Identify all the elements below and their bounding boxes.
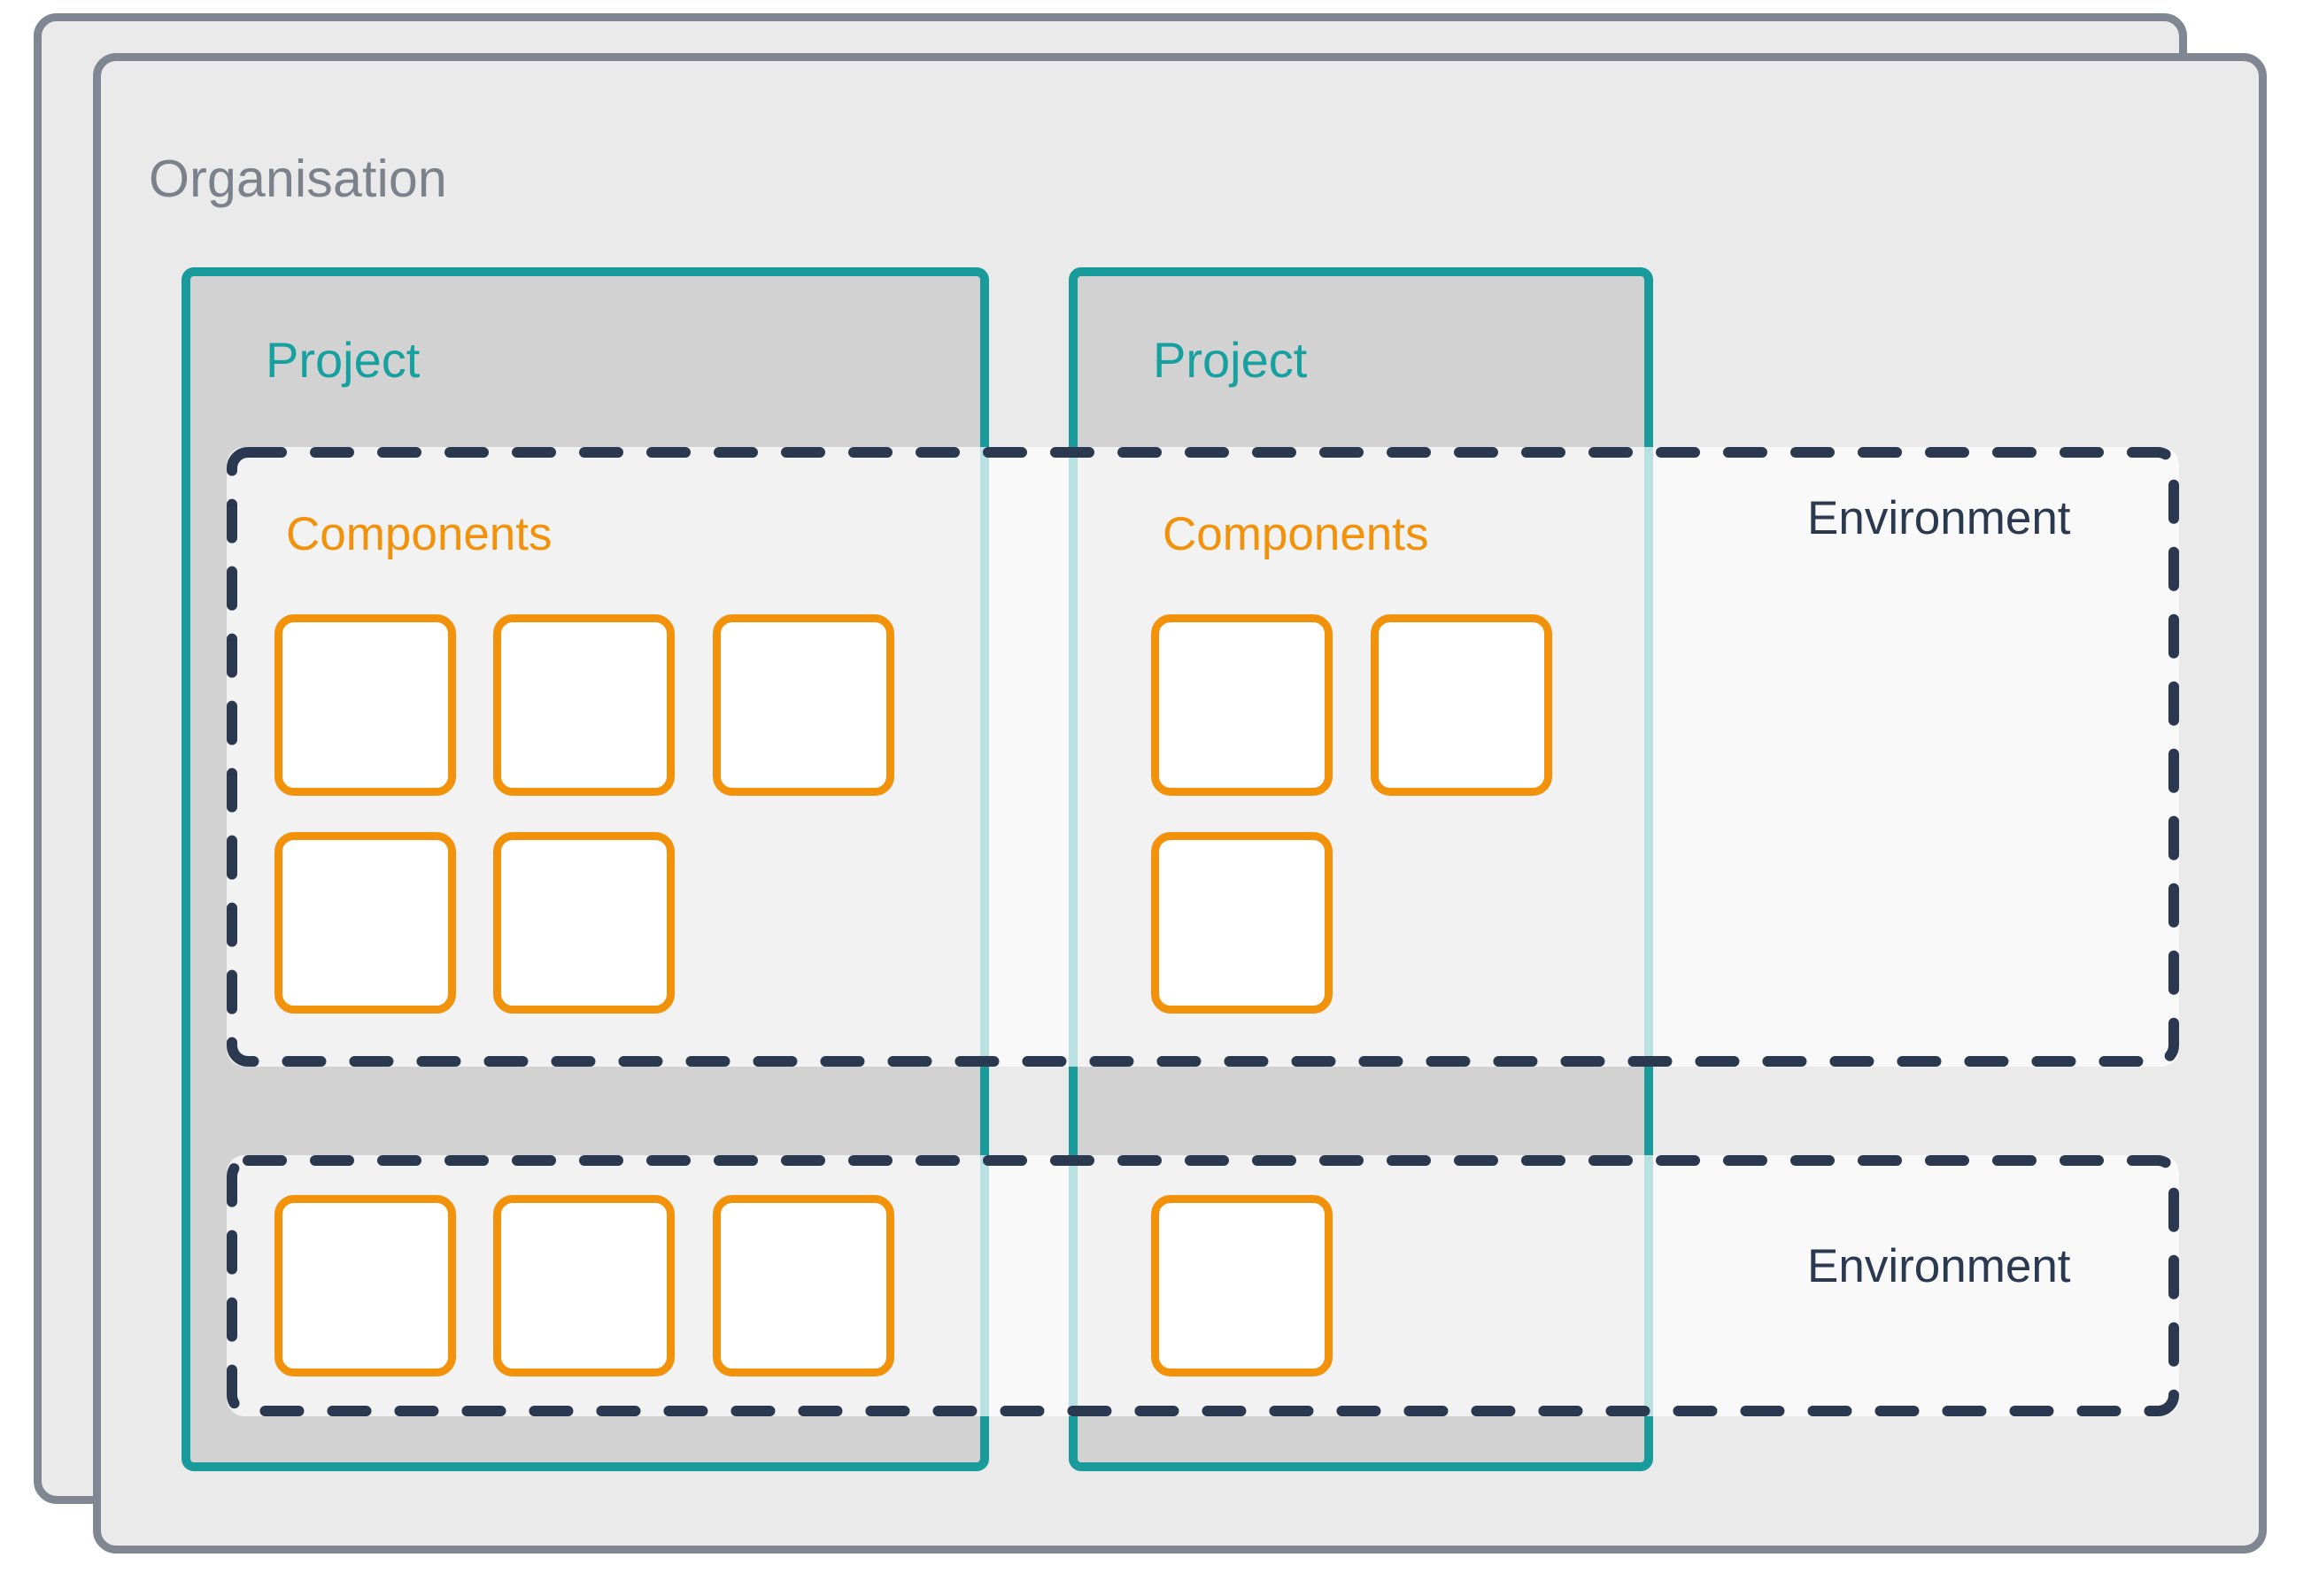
component-tile[interactable] (493, 832, 675, 1014)
environment-label-2: Environment (1807, 1240, 2071, 1292)
component-tile[interactable] (713, 614, 894, 796)
component-tile[interactable] (493, 614, 675, 796)
organisation-label: Organisation (149, 150, 447, 208)
component-tile[interactable] (274, 832, 456, 1014)
component-tile[interactable] (1151, 614, 1333, 796)
environment-label-1: Environment (1807, 492, 2071, 544)
component-tile[interactable] (713, 1195, 894, 1376)
component-tile[interactable] (1371, 614, 1552, 796)
components-label-1: Components (286, 508, 553, 560)
component-tile[interactable] (274, 614, 456, 796)
component-tile[interactable] (493, 1195, 675, 1376)
components-label-2: Components (1163, 508, 1429, 560)
component-tile[interactable] (274, 1195, 456, 1376)
component-tile[interactable] (1151, 1195, 1333, 1376)
project-label-1: Project (266, 332, 421, 388)
component-tile[interactable] (1151, 832, 1333, 1014)
project-label-2: Project (1153, 332, 1308, 388)
